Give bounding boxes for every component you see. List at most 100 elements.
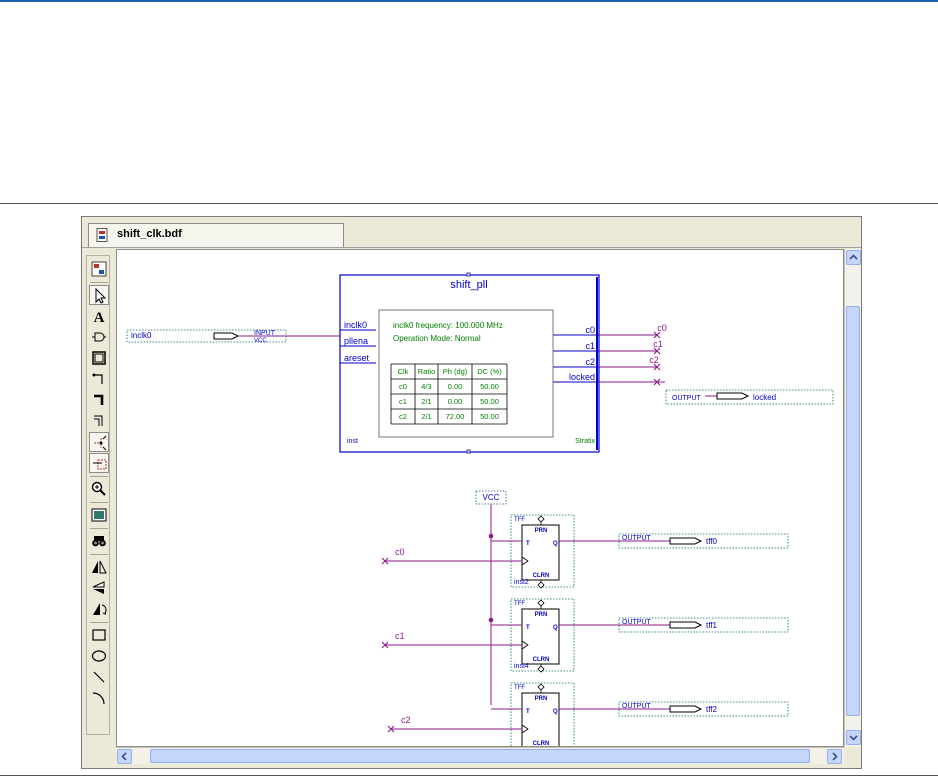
pll-table-cell: 4/3 — [421, 382, 431, 391]
inclk0-pin-name: inclk0 — [131, 331, 152, 340]
horizontal-scroll-thumb[interactable] — [150, 749, 810, 763]
toolbar-rectangle-tool-button[interactable] — [89, 625, 109, 645]
toolbar-oval-tool-button[interactable] — [89, 646, 109, 666]
pll-net-label-c0: c0 — [657, 323, 667, 333]
tff-title-inst5: TFF — [514, 685, 525, 691]
toolbar-orthogonal-bus-tool-button[interactable] — [89, 390, 109, 410]
toolbar-block-tool-button[interactable] — [89, 348, 109, 368]
scroll-right-button[interactable] — [827, 749, 842, 764]
toolbar-line-tool-button[interactable] — [89, 667, 109, 687]
toolbar-orthogonal-conduit-tool-button[interactable] — [89, 411, 109, 431]
pll-table-cell: 2/1 — [421, 412, 431, 421]
horizontal-scrollbar[interactable] — [116, 747, 844, 764]
symbol-tool-icon — [92, 332, 106, 342]
tff-clock-triangle-inst4 — [521, 640, 529, 650]
pll-top-connector — [466, 272, 471, 277]
toolbar-find-button[interactable] — [89, 531, 109, 551]
clk-net-label-c0: c0 — [395, 547, 405, 557]
document-tab-bar: shift_clk.bdf — [82, 217, 861, 248]
tff-prn-inst4: PRN — [535, 612, 548, 618]
tff-clock-triangle-inst2 — [521, 556, 529, 566]
toolbar-flip-horizontal-button[interactable] — [89, 557, 109, 577]
chevron-down-icon — [849, 735, 858, 741]
chevron-left-icon — [121, 752, 127, 761]
tff-title-inst2: TFF — [514, 517, 525, 523]
toolbar-separator — [90, 476, 108, 477]
oval-tool-icon — [91, 650, 107, 662]
toolbar-full-screen-button[interactable] — [89, 505, 109, 525]
toolbar-symbol-tool-button[interactable] — [89, 327, 109, 347]
output-pin-name-tff0: tff0 — [706, 537, 718, 546]
clk-net-xmark-c0 — [381, 557, 389, 565]
tff-clrn-inst4: CLRN — [533, 657, 550, 663]
tff-body-inst4 — [521, 608, 560, 665]
inclk0-pin-type: INPUT — [254, 330, 276, 337]
text-tool-icon: A — [94, 310, 105, 324]
scroll-down-button[interactable] — [846, 730, 861, 745]
toolbar-text-tool-button[interactable]: A — [89, 306, 109, 326]
pll-family: Stratix — [575, 438, 595, 445]
tff-clrn-inst5: CLRN — [533, 741, 550, 747]
pll-instance: inst — [347, 438, 358, 445]
document-tab-label: shift_clk.bdf — [117, 228, 182, 240]
vcc-junction-2 — [488, 617, 494, 623]
tff-q-inst4: Q — [553, 625, 558, 631]
pll-output-c0: c0 — [585, 325, 595, 335]
pll-table-cell: 50.00 — [480, 382, 499, 391]
output-pin-symbol-tff1 — [669, 621, 703, 629]
output-pin-type-tff2: OUTPUT — [622, 703, 652, 710]
tff-prn-bubble-inst5 — [537, 683, 545, 691]
toolbar-block-editor-button[interactable] — [89, 259, 109, 279]
output-pin-symbol-tff0 — [669, 537, 703, 545]
toolbar-zoom-tool-button[interactable] — [89, 479, 109, 499]
scroll-up-button[interactable] — [846, 250, 861, 265]
toolbar-rubberbanding-button[interactable] — [89, 432, 109, 452]
toolbar-separator — [90, 528, 108, 529]
document-tab[interactable]: shift_clk.bdf — [88, 223, 344, 247]
tff-prn-bubble-inst4 — [537, 599, 545, 607]
toolbar-orthogonal-node-tool-button[interactable] — [89, 369, 109, 389]
output-pin-type-tff0: OUTPUT — [622, 535, 652, 542]
toolbar-partial-line-selection-button[interactable] — [89, 453, 109, 473]
output-pin-frame-tff0 — [618, 533, 789, 549]
flip-horizontal-icon — [92, 560, 107, 574]
toolbar-separator — [90, 554, 108, 555]
tff-prn-inst5: PRN — [535, 696, 548, 702]
pll-name: shift_pll — [450, 279, 487, 291]
pll-table-cell: 0.00 — [448, 397, 463, 406]
tff-clrn-bubble-inst4 — [537, 665, 545, 673]
line-tool-icon — [93, 671, 105, 683]
rectangle-tool-icon — [92, 629, 106, 641]
vcc-junction-1 — [488, 533, 494, 539]
toolbar-separator — [90, 502, 108, 503]
block-tool-icon — [92, 351, 106, 365]
tff-body-inst5 — [521, 692, 560, 746]
pll-table-header: DC (%) — [477, 367, 502, 376]
pll-frequency-text: inclk0 frequency: 100.000 MHz — [393, 321, 503, 330]
clk-net-label-c1: c1 — [395, 631, 405, 641]
orthogonal-conduit-tool-icon — [94, 415, 103, 426]
arc-tool-icon — [92, 692, 105, 705]
locked-pin-symbol — [716, 392, 750, 400]
vertical-scroll-thumb[interactable] — [846, 306, 860, 716]
pll-bottom-connector — [466, 449, 471, 454]
toolbar-arc-tool-button[interactable] — [89, 688, 109, 708]
scroll-left-button[interactable] — [117, 749, 132, 764]
toolbar-selection-pointer-button[interactable] — [89, 285, 109, 305]
output-pin-symbol-tff2 — [669, 705, 703, 713]
chevron-up-icon — [849, 254, 858, 260]
toolbar-flip-vertical-button[interactable] — [89, 578, 109, 598]
vertical-scrollbar[interactable] — [844, 249, 861, 747]
full-screen-icon — [91, 508, 107, 522]
orthogonal-bus-tool-icon — [94, 394, 104, 405]
output-pin-name-tff1: tff1 — [706, 621, 718, 630]
tff-q-inst2: Q — [553, 541, 558, 547]
tff-instance-inst4: inst4 — [514, 663, 529, 670]
tff-t-inst2: T — [526, 541, 530, 547]
vcc-label: VCC — [483, 493, 500, 502]
toolbar-rotate-left-button[interactable] — [89, 599, 109, 619]
partial-line-selection-icon — [93, 459, 107, 470]
rubberbanding-icon — [94, 435, 107, 451]
pll-net-label-c1: c1 — [653, 339, 663, 349]
